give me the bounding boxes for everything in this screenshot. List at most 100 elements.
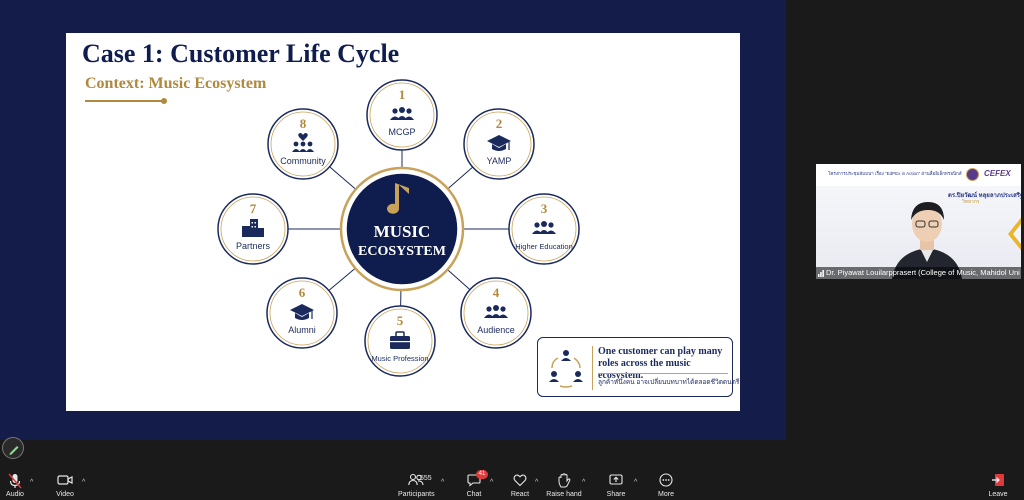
participants-options-caret[interactable]: ^ (441, 479, 445, 486)
cefex-logo: CEFEX (984, 169, 1011, 178)
subtitle-underline (85, 98, 167, 104)
participants-count: 555 (420, 475, 432, 482)
microphone-muted-icon (8, 473, 22, 489)
callout-divider (592, 346, 593, 390)
graduation-cap-icon (290, 304, 314, 320)
react-button[interactable]: React (508, 472, 532, 498)
more-label: More (658, 491, 674, 498)
speaker-role-thai: วิทยากร (962, 199, 980, 205)
video-button[interactable]: Video (54, 472, 76, 498)
callout-text: One customer can play many roles across … (598, 346, 723, 381)
speaker-name-label: Dr. Piyawat Louilarpprasert (College of … (816, 267, 1021, 279)
node-circle (366, 79, 438, 151)
speaker-person (892, 202, 962, 279)
raise-hand-icon (558, 473, 571, 488)
ecosystem-node-3: 3 Higher Education (508, 193, 580, 265)
video-options-caret[interactable]: ^ (82, 479, 86, 486)
node-label: Partners (236, 241, 271, 251)
hub-line-2: ECOSYSTEM (358, 244, 446, 259)
share-options-caret[interactable]: ^ (634, 479, 638, 486)
node-inner-ring (270, 111, 336, 177)
node-inner-ring (367, 308, 433, 374)
node-circle (508, 193, 580, 265)
node-label: MCGP (389, 127, 416, 137)
participants-label: Participants (398, 491, 435, 498)
share-button[interactable]: Share (604, 472, 628, 498)
speaker-banner: โครงการประชุมสัมมนา เรื่อง "EdPEx in Act… (816, 164, 1021, 186)
node-label: Community (280, 156, 326, 166)
heart-react-icon (513, 474, 527, 487)
graduation-cap-icon (487, 135, 511, 151)
chat-options-caret[interactable]: ^ (490, 479, 494, 486)
hub-line-1: MUSIC (374, 222, 431, 241)
connector-line (328, 267, 356, 291)
share-label: Share (606, 491, 626, 498)
participants-button[interactable]: 555 Participants (398, 472, 435, 498)
connector-line (329, 166, 357, 190)
node-number: 8 (300, 116, 307, 131)
diagram-connectors (288, 150, 509, 307)
react-label: React (510, 491, 530, 498)
react-options-caret[interactable]: ^ (535, 479, 539, 486)
node-inner-ring (269, 280, 335, 346)
leave-door-icon (992, 474, 1004, 486)
node-label: Higher Education (515, 242, 573, 251)
speaker-name-thai: ดร.ปิยวัฒน์ หลุยลาภประเสริฐ (948, 193, 1021, 199)
audio-button[interactable]: Audio (4, 472, 26, 498)
decorative-stripes (1008, 217, 1021, 251)
callout-box: One customer can play many roles across … (537, 337, 739, 397)
node-number: 5 (397, 313, 404, 328)
ecosystem-node-4: 4 Audience (460, 277, 532, 349)
node-number: 7 (250, 201, 257, 216)
presentation-slide: Case 1: Customer Life Cycle Context: Mus… (66, 33, 740, 411)
node-label: Music Profession (371, 354, 428, 363)
ecosystem-node-7: 7 Partners (217, 193, 289, 265)
node-inner-ring (466, 111, 532, 177)
ecosystem-node-8: 8 Community (267, 108, 339, 180)
speaker-display-name: Dr. Piyawat Louilarpprasert (College of … (826, 268, 1020, 277)
chat-unread-badge: 41 (476, 470, 488, 479)
callout-thai-text: ลูกค้าหนึ่งคน อาจเปลี่ยนบทบาทได้ตลอดชีวิ… (598, 379, 740, 386)
raise-hand-options-caret[interactable]: ^ (582, 479, 586, 486)
more-dots-icon (659, 473, 673, 487)
leave-label: Leave (988, 491, 1008, 498)
node-circle (460, 277, 532, 349)
audio-level-icon (818, 270, 824, 277)
participants-icon (408, 473, 424, 486)
chat-button[interactable]: 41 Chat (462, 470, 488, 498)
raise-hand-button[interactable]: Raise hand (546, 472, 582, 498)
connector-line (447, 166, 474, 190)
node-label: Alumni (288, 325, 316, 335)
node-label: YAMP (487, 156, 512, 166)
buildings-icon (242, 219, 264, 237)
pencil-icon (9, 446, 19, 455)
ecosystem-node-1: 1 MCGP (366, 79, 438, 151)
node-number: 6 (299, 285, 306, 300)
slide-title: Case 1: Customer Life Cycle (82, 39, 400, 68)
more-button[interactable]: More (654, 472, 678, 498)
cycle-people-icon (549, 350, 583, 388)
leave-button[interactable]: Leave (986, 472, 1010, 498)
speaker-video-tile[interactable]: โครงการประชุมสัมมนา เรื่อง "EdPEx in Act… (816, 164, 1021, 279)
briefcase-icon (390, 331, 410, 349)
annotate-button[interactable] (2, 437, 24, 459)
node-inner-ring (369, 82, 435, 148)
video-camera-icon (57, 475, 73, 485)
university-seal-logo (966, 168, 979, 181)
slide-subtitle: Context: Music Ecosystem (85, 75, 267, 92)
music-note-icon (387, 183, 409, 214)
video-label: Video (56, 491, 74, 498)
shared-screen: Case 1: Customer Life Cycle Context: Mus… (0, 0, 786, 440)
users-group-icon (532, 221, 556, 234)
audio-options-caret[interactable]: ^ (30, 479, 34, 486)
callout-rule (598, 373, 728, 374)
node-inner-ring (463, 280, 529, 346)
raise-hand-label: Raise hand (546, 491, 582, 498)
audio-label: Audio (6, 491, 24, 498)
node-inner-ring (220, 196, 286, 262)
chat-label: Chat (466, 491, 482, 498)
